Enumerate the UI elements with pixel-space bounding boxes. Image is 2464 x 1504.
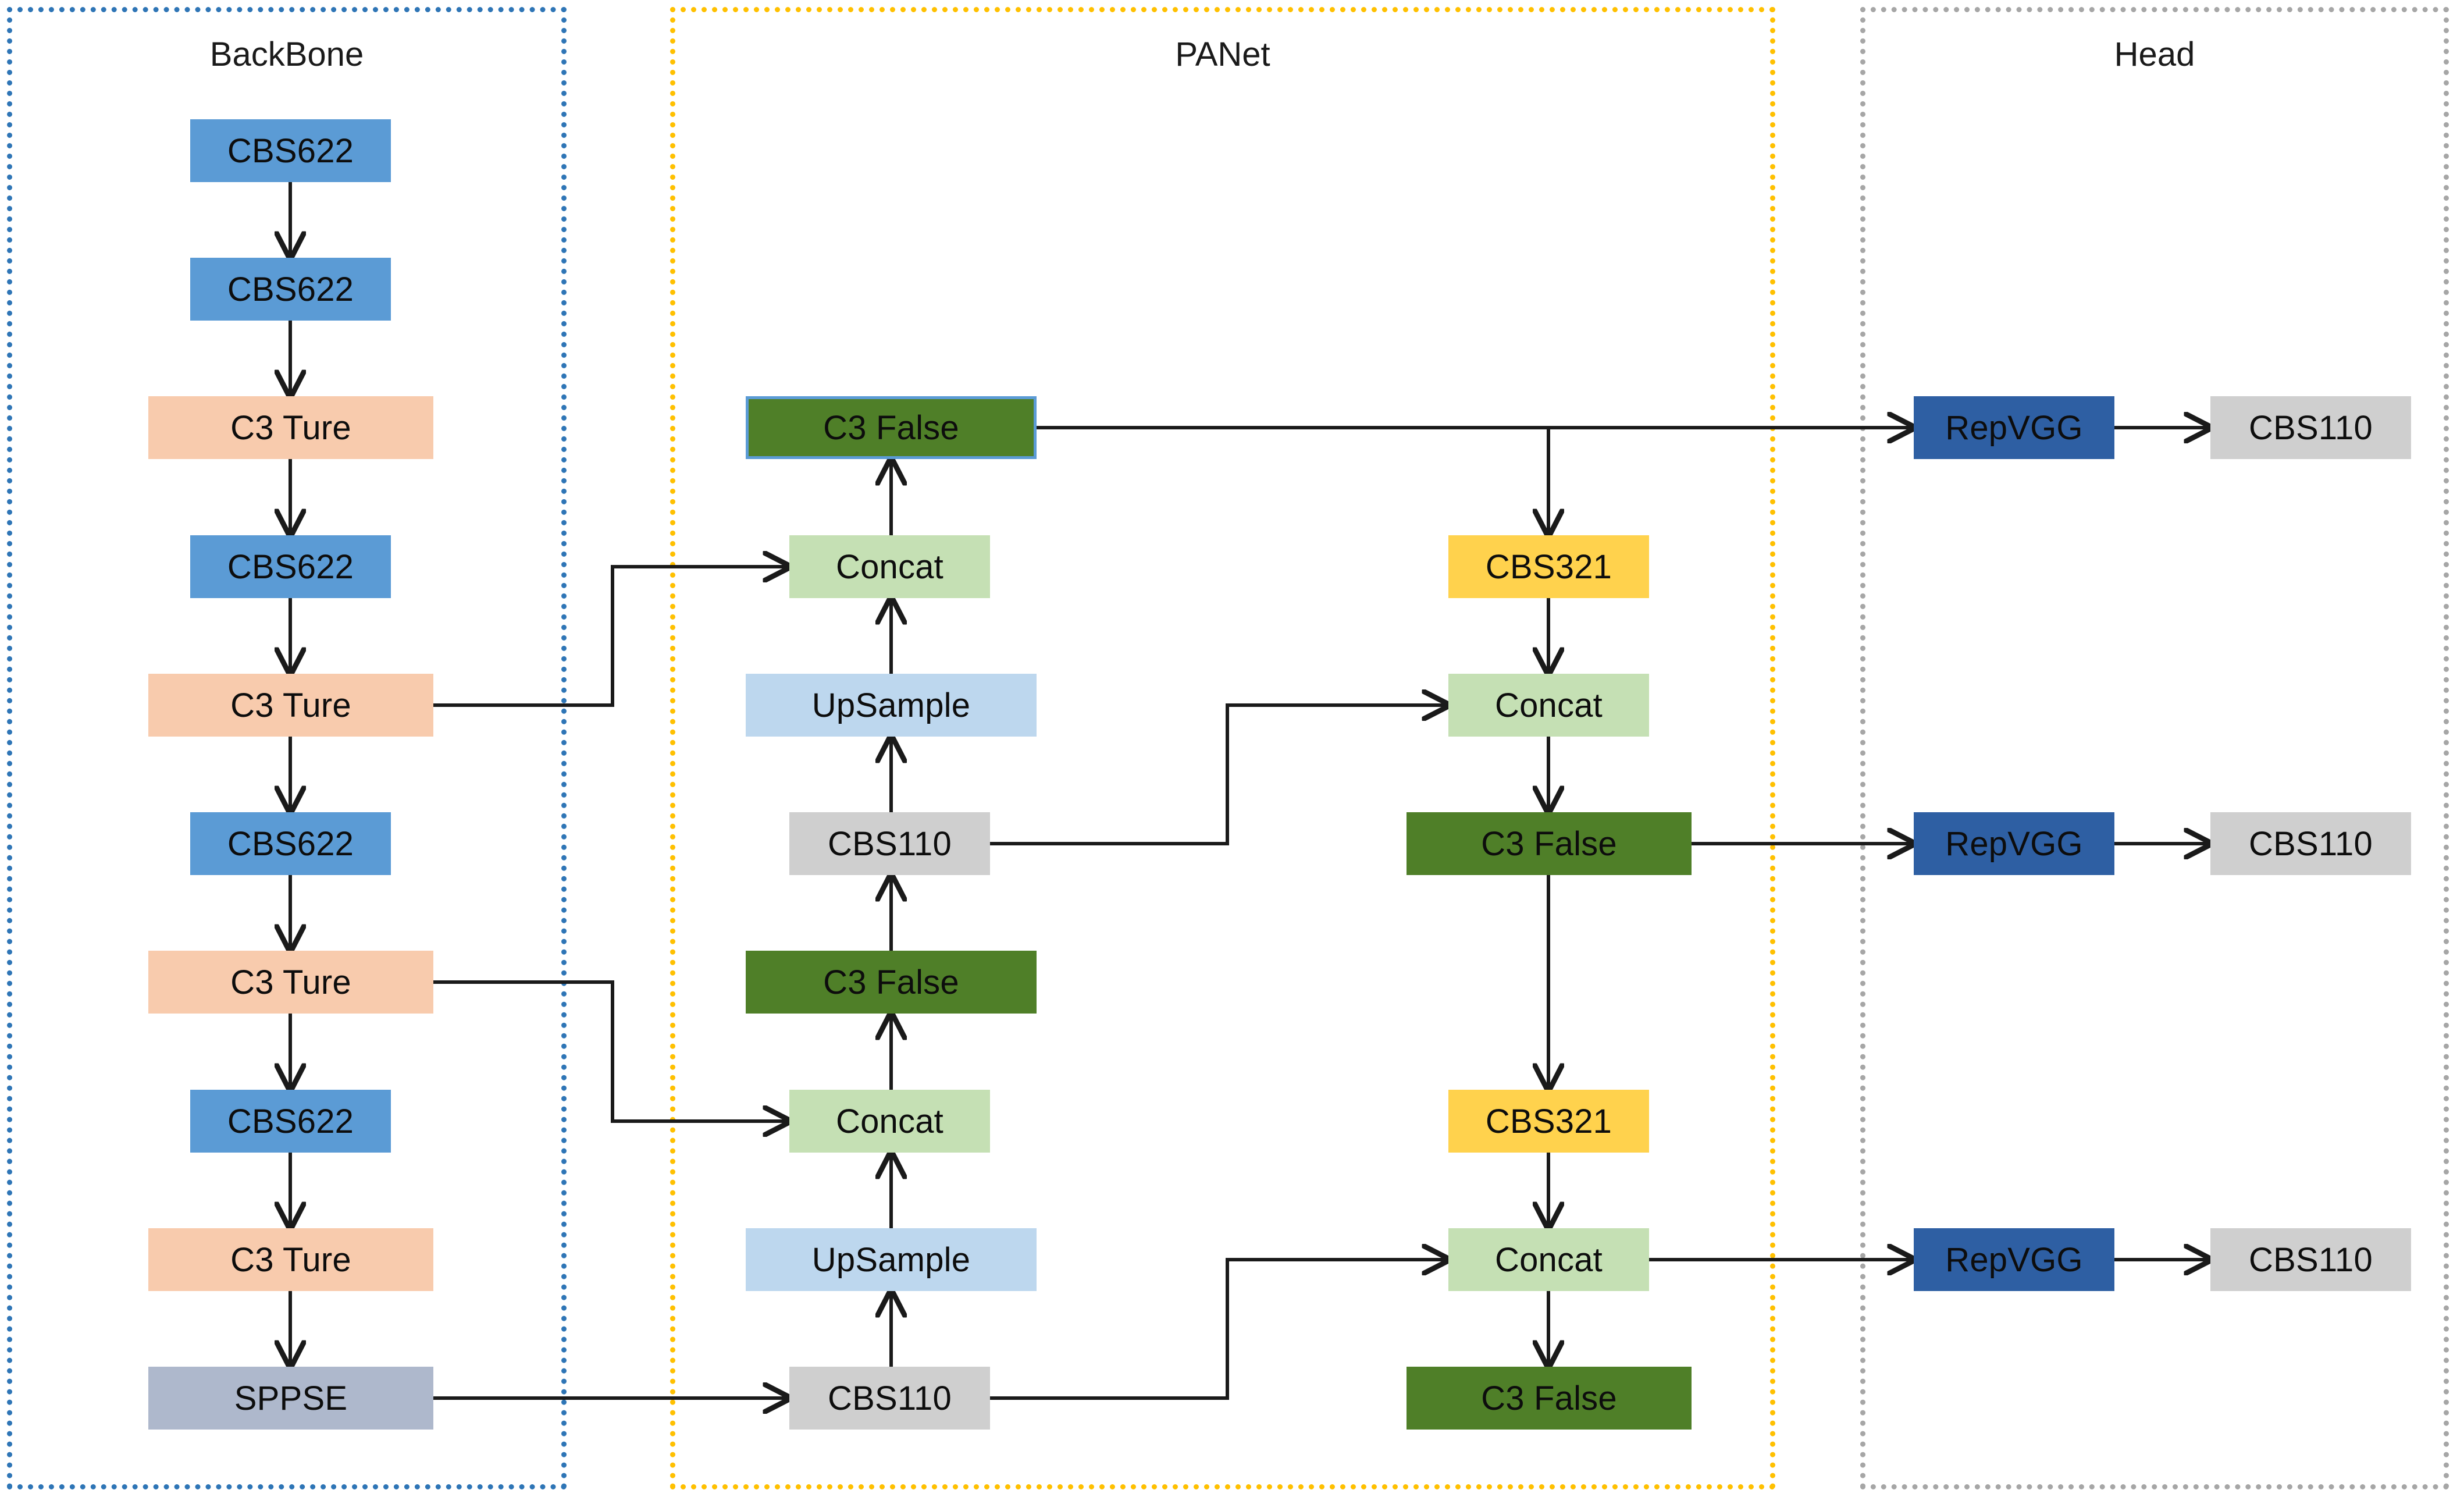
node-hd-repvgg-1[interactable]: RepVGG (1914, 396, 2114, 459)
node-bb-cbs622-2[interactable]: CBS622 (190, 258, 391, 321)
node-hd-cbs110-1[interactable]: CBS110 (2210, 396, 2411, 459)
node-pn-concat-2[interactable]: Concat (789, 1090, 990, 1153)
node-bb-sppse[interactable]: SPPSE (148, 1367, 433, 1430)
node-bb-cbs622-4[interactable]: CBS622 (190, 812, 391, 875)
node-hd-cbs110-2[interactable]: CBS110 (2210, 812, 2411, 875)
edge-e-cross1 (990, 705, 1448, 845)
node-pn-c3false-3[interactable]: C3 False (1407, 812, 1692, 875)
group-container-panet (670, 7, 1775, 1489)
node-pn-upsample-1[interactable]: UpSample (746, 674, 1037, 737)
node-pn-upsample-2[interactable]: UpSample (746, 1228, 1037, 1291)
node-pn-cbs110-2[interactable]: CBS110 (789, 1367, 990, 1430)
edge-e-skip1 (433, 567, 789, 707)
node-pn-cbs321-2[interactable]: CBS321 (1448, 1090, 1649, 1153)
node-bb-c3ture-2[interactable]: C3 Ture (148, 674, 433, 737)
node-bb-cbs622-1[interactable]: CBS622 (190, 119, 391, 182)
node-pn-concat-1[interactable]: Concat (789, 535, 990, 598)
edge-e-skip2 (433, 980, 789, 1121)
node-bb-c3ture-3[interactable]: C3 Ture (148, 951, 433, 1014)
node-hd-repvgg-3[interactable]: RepVGG (1914, 1228, 2114, 1291)
group-label-backbone: BackBone (209, 35, 364, 73)
node-bb-cbs622-3[interactable]: CBS622 (190, 535, 391, 598)
node-pn-cbs110-1[interactable]: CBS110 (789, 812, 990, 875)
group-container-head (1860, 7, 2449, 1489)
node-pn-concat-3[interactable]: Concat (1448, 674, 1649, 737)
group-label-panet: PANet (1175, 35, 1270, 73)
group-label-head: Head (2114, 35, 2195, 73)
node-pn-c3false-2[interactable]: C3 False (746, 951, 1037, 1014)
node-pn-concat-4[interactable]: Concat (1448, 1228, 1649, 1291)
node-bb-c3ture-1[interactable]: C3 Ture (148, 396, 433, 459)
node-bb-c3ture-4[interactable]: C3 Ture (148, 1228, 433, 1291)
node-pn-cbs321-1[interactable]: CBS321 (1448, 535, 1649, 598)
node-pn-c3false-1[interactable]: C3 False (746, 396, 1037, 459)
node-hd-cbs110-3[interactable]: CBS110 (2210, 1228, 2411, 1291)
node-bb-cbs622-5[interactable]: CBS622 (190, 1090, 391, 1153)
node-hd-repvgg-2[interactable]: RepVGG (1914, 812, 2114, 875)
group-container-backbone (7, 7, 567, 1489)
edge-e-cross2 (990, 1260, 1448, 1400)
node-pn-c3false-4[interactable]: C3 False (1407, 1367, 1692, 1430)
